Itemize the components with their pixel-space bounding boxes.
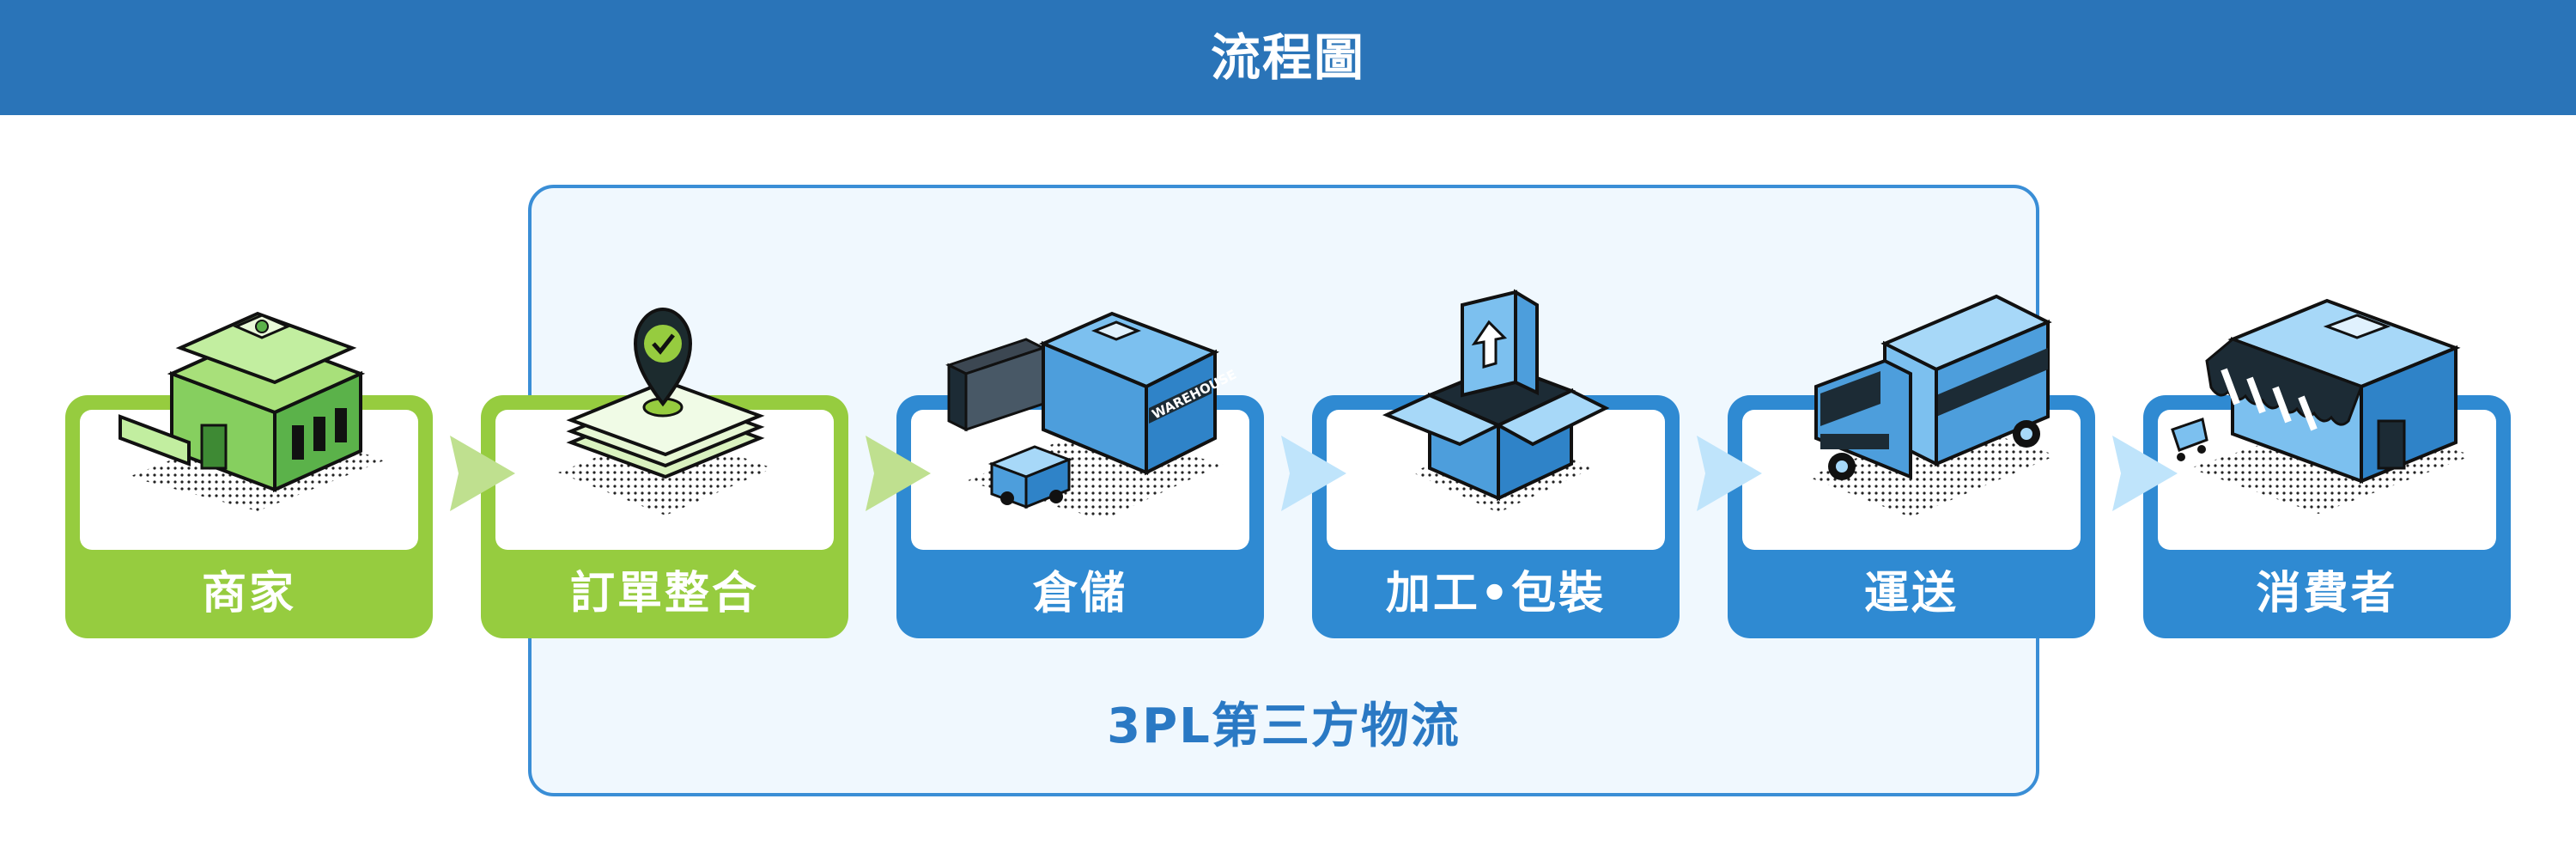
step-order-integration: 訂單整合 (481, 395, 848, 638)
step-merchant-label: 商家 (201, 568, 296, 619)
flow-arrow-5-icon (2112, 436, 2178, 511)
step-processing-packaging: 加工•包裝 (1312, 395, 1680, 638)
header-bar (0, 0, 2576, 115)
step-processing-packaging-label: 加工•包裝 (1385, 568, 1607, 619)
storefront-icon (118, 311, 386, 511)
page-title: 流程圖 (1210, 28, 1365, 87)
flow-arrow-2-icon (866, 436, 931, 511)
delivery-truck-icon (1807, 294, 2057, 517)
step-shipping-label: 運送 (1863, 568, 1959, 619)
order-documents-pin-icon (558, 307, 773, 515)
step-warehousing-label: 倉儲 (1032, 568, 1127, 619)
package-box-icon (1382, 289, 1610, 513)
flow-arrow-1-icon (450, 436, 515, 511)
3pl-group-label: 3PL第三方物流 (1107, 698, 1461, 754)
retail-shop-icon (2171, 298, 2473, 514)
flow-arrow-3-icon (1281, 436, 1346, 511)
warehouse-icon: WAREHOUSE (945, 311, 1239, 520)
flow-arrow-4-icon (1697, 436, 1762, 511)
step-order-integration-label: 訂單整合 (569, 568, 759, 619)
step-consumer-label: 消費者 (2256, 568, 2398, 619)
